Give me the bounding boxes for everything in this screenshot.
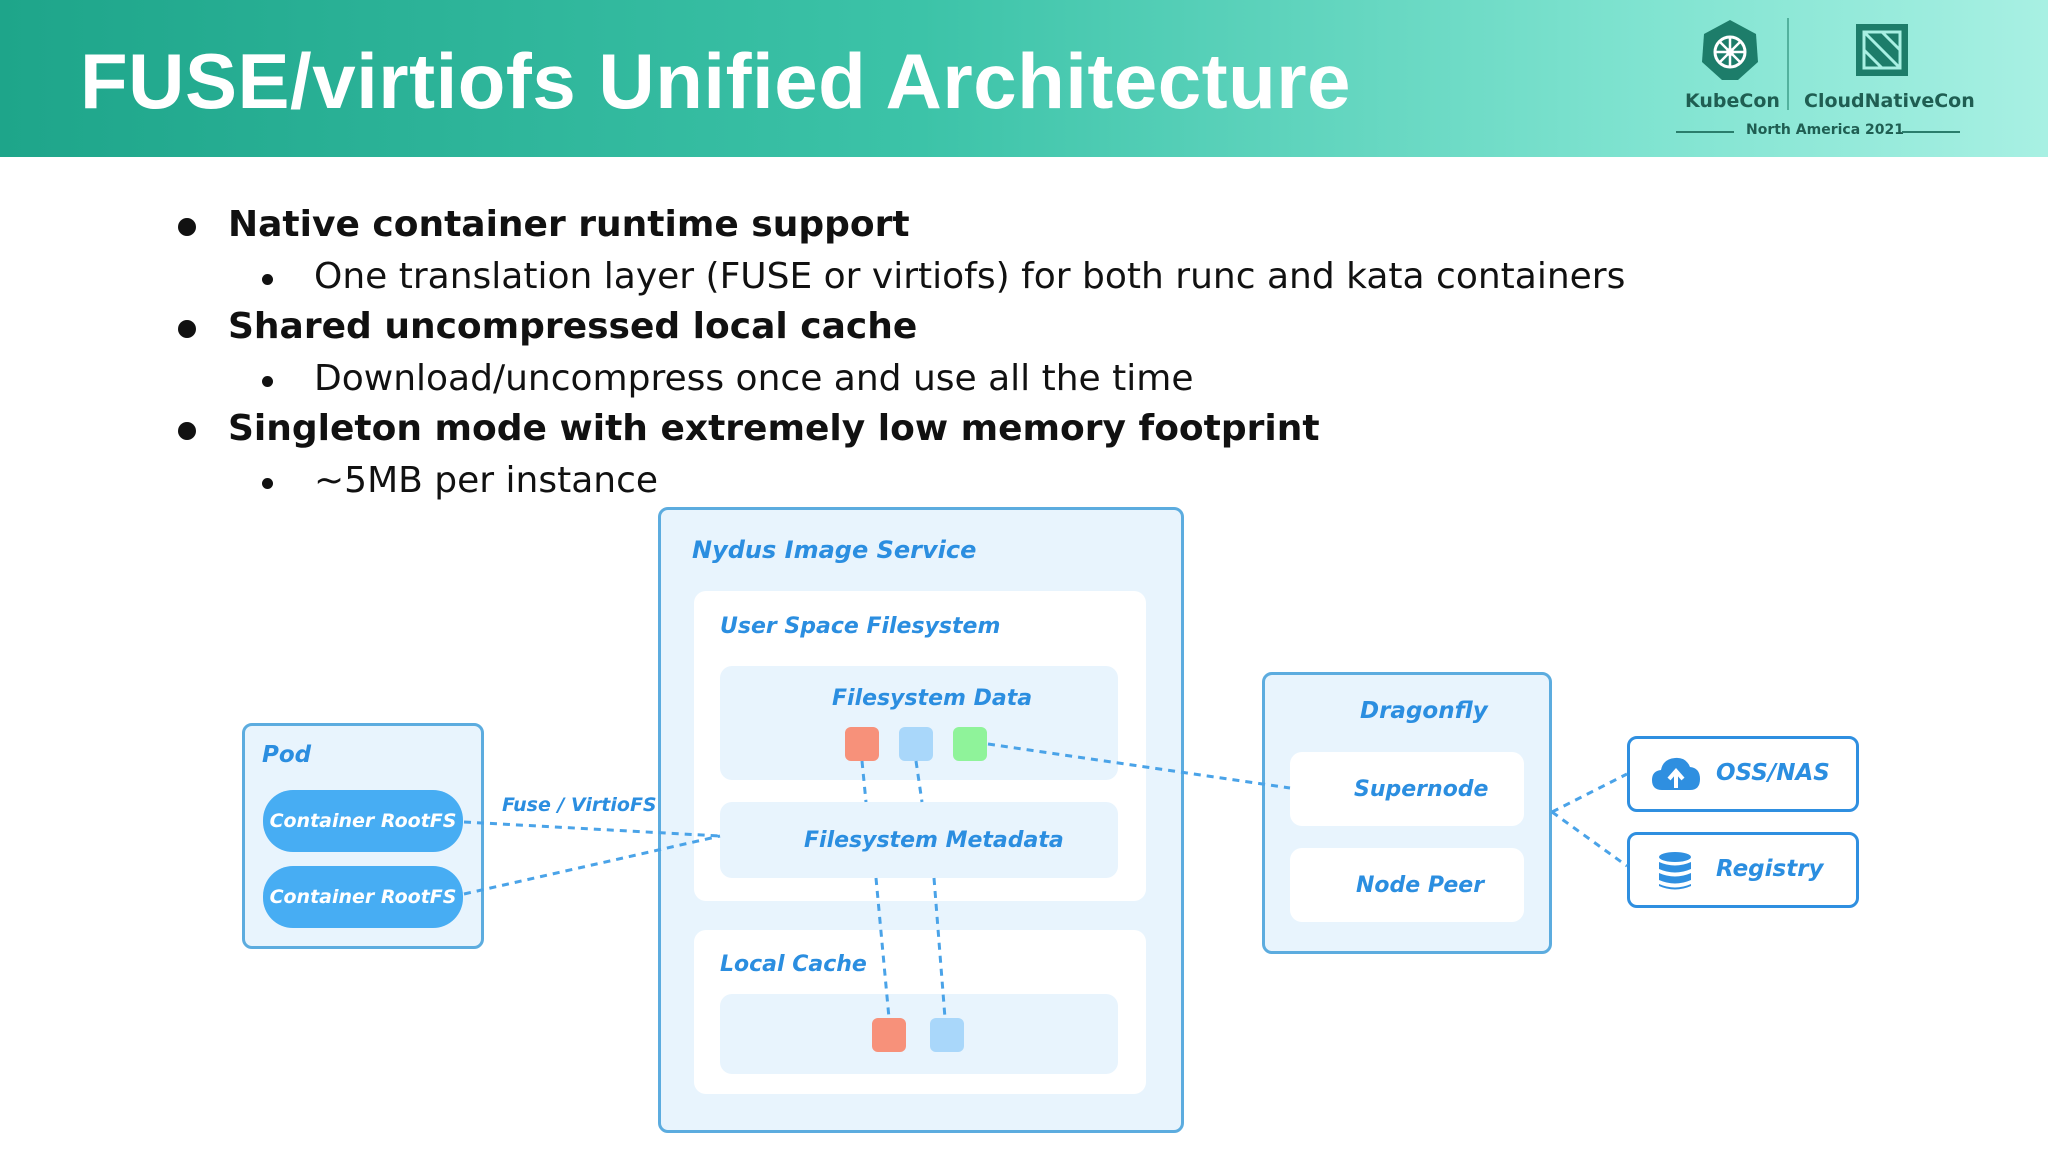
connector-metadata-to-cache-blue (932, 877, 947, 1019)
event-label: North America 2021 (1746, 122, 1904, 138)
oss-nas-label: OSS/NAS (1716, 760, 1830, 786)
event-line-left (1676, 131, 1734, 133)
database-icon (1659, 852, 1691, 890)
user-space-filesystem-label: User Space Filesystem (720, 614, 1001, 639)
node-peer-label: Node Peer (1356, 873, 1485, 898)
connector-rootfs-to-metadata (463, 820, 721, 838)
connector-metadata-to-cache-red (874, 877, 891, 1019)
cloud-upload-icon (1652, 757, 1700, 790)
connector-dragonfly-to-oss (1551, 772, 1628, 814)
filesystem-data-box (720, 666, 1118, 780)
container-rootfs-pill[interactable]: Container RootFS (263, 790, 463, 852)
data-block-blue (899, 727, 933, 761)
local-cache-inner-box (720, 994, 1118, 1074)
connector-dragonfly-to-registry (1551, 810, 1628, 868)
cache-block-blue (930, 1018, 964, 1052)
bullet-dot (178, 218, 196, 236)
local-cache-label: Local Cache (720, 952, 867, 977)
fuse-virtiofs-label: Fuse / VirtioFS (502, 794, 657, 816)
filesystem-data-label: Filesystem Data (832, 686, 1033, 711)
conference-logos: KubeCon CloudNativeCon North America 202… (1668, 14, 1975, 144)
kubecon-logo-icon (1702, 20, 1758, 80)
container-rootfs-pill[interactable]: Container RootFS (263, 866, 463, 928)
kubecon-label: KubeCon (1685, 90, 1780, 112)
bullet-dot (262, 274, 273, 285)
cloudnativecon-logo-icon (1856, 24, 1908, 76)
data-block-green (953, 727, 987, 761)
bullet-dot (178, 320, 196, 338)
node-peer-box[interactable] (1290, 848, 1524, 922)
connector-rootfs2-to-metadata (463, 834, 721, 896)
event-line-right (1902, 131, 1960, 133)
registry-label: Registry (1716, 856, 1824, 882)
title-banner (0, 0, 2048, 157)
cache-block-red (872, 1018, 906, 1052)
slide-title: FUSE/virtiofs Unified Architecture (80, 37, 1351, 125)
cloudnativecon-label: CloudNativeCon (1804, 90, 1975, 112)
bullet-dot (262, 376, 273, 387)
nydus-image-service-label: Nydus Image Service (692, 536, 977, 564)
data-block-red (845, 727, 879, 761)
connector-blue-to-metadata (914, 760, 924, 803)
filesystem-metadata-label: Filesystem Metadata (804, 828, 1064, 853)
connector-red-to-metadata (860, 760, 868, 803)
supernode-label: Supernode (1354, 777, 1489, 802)
supernode-box[interactable] (1290, 752, 1524, 826)
bullet-dot (262, 478, 273, 489)
filesystem-metadata-box (720, 802, 1118, 878)
connector-green-to-supernode (987, 742, 1291, 790)
logo-separator (1787, 18, 1789, 110)
bullet-dot (178, 422, 196, 440)
dragonfly-label: Dragonfly (1360, 698, 1488, 724)
pod-label: Pod (262, 742, 312, 768)
